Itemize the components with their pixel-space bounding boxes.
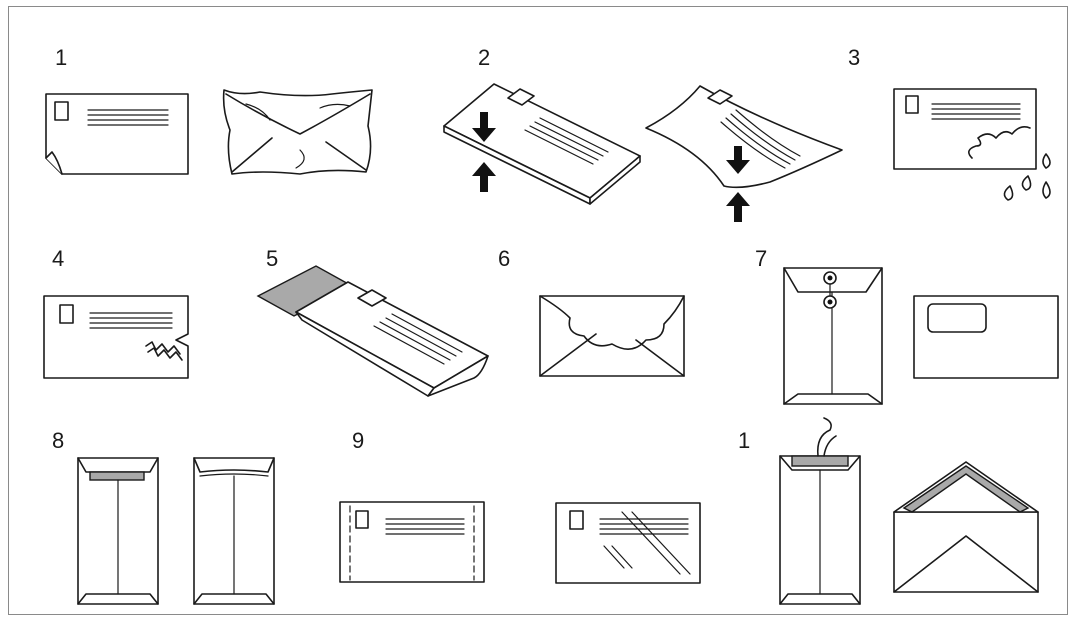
envelope-torn (43, 295, 189, 379)
panel-number-3: 3 (848, 45, 861, 70)
envelope-window (913, 295, 1059, 379)
envelope-scalloped-flap (539, 295, 685, 377)
panel-number-1: 1 (55, 45, 68, 70)
envelope-wet (893, 88, 1051, 201)
envelope-warped (645, 85, 843, 222)
panel-number-5: 5 (266, 246, 279, 271)
envelope-perforated (339, 501, 485, 583)
envelope-clasp (783, 267, 883, 405)
panel-number-10: 1 (738, 428, 751, 453)
envelope-transparent-stripe (555, 502, 701, 584)
panel-number-4: 4 (52, 246, 65, 271)
envelope-thick (443, 83, 641, 205)
panel-number-6: 6 (498, 246, 511, 271)
envelope-wrinkled (222, 89, 373, 175)
envelope-center-seam (193, 457, 275, 605)
panel-number-9: 9 (352, 428, 365, 453)
panel-number-2: 2 (478, 45, 491, 70)
panel-number-8: 8 (52, 428, 65, 453)
envelope-center-seam-label (77, 457, 159, 605)
envelope-adhesive-strip (256, 265, 489, 397)
envelope-string-tie (779, 417, 861, 605)
envelope-open-flap-tape (893, 461, 1039, 593)
envelope-curled-corner (45, 93, 189, 175)
panel-number-7: 7 (755, 246, 768, 271)
